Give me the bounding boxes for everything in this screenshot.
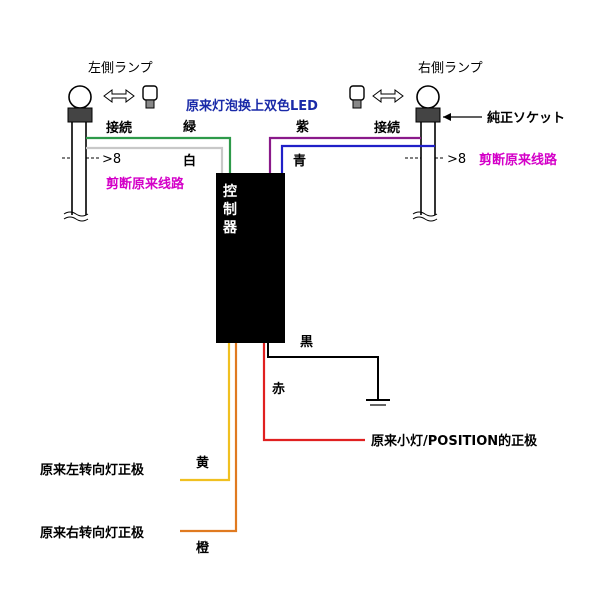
- cut-right-label: 剪断原来线路: [479, 152, 558, 168]
- yellow-wire: [180, 343, 231, 482]
- left-lamp-label: 左側ランプ: [88, 61, 153, 76]
- right-socket-base: [415, 107, 441, 123]
- red-wire: [262, 343, 365, 442]
- left-cut-mark: >8: [62, 152, 121, 167]
- right-cut-mark: >8: [405, 152, 466, 167]
- orange-wire-label: 橙: [196, 540, 210, 556]
- left-wire-break-icon: [63, 211, 89, 217]
- position-label: 原来小灯/POSITION的正极: [371, 433, 538, 449]
- left-led-socket-base: [145, 99, 155, 109]
- green-wire-label: 緑: [183, 119, 197, 135]
- orange-wire: [180, 343, 238, 533]
- left-led-socket-icon: [142, 85, 158, 101]
- connect-left-label: 接続: [106, 120, 132, 136]
- left-swap: [103, 85, 158, 109]
- right-bulb-icon: [416, 85, 440, 109]
- left-turn-label: 原来左转向灯正极: [40, 462, 145, 478]
- left-socket-base: [67, 107, 93, 123]
- right-lamp: [412, 85, 441, 222]
- genuine-socket-label: 純正ソケット: [487, 110, 565, 126]
- right-turn-label: 原来右转向灯正极: [40, 525, 145, 541]
- right-wire-break-icon-2: [412, 216, 438, 222]
- controller-box: [216, 173, 285, 343]
- white-wire-label: 白: [183, 153, 196, 169]
- right-wire-break-icon: [412, 211, 438, 217]
- connect-right-label: 接続: [374, 120, 400, 136]
- right-led-socket-base: [352, 99, 362, 109]
- left-wire-break-icon-2: [63, 216, 89, 222]
- left-lamp: [63, 85, 93, 222]
- right-led-socket-icon: [349, 85, 365, 101]
- right-scissors-icon: >8: [447, 152, 466, 167]
- left-scissors-icon: >8: [102, 152, 121, 167]
- controller-char-2: 制: [223, 201, 237, 218]
- led-title-label: 原来灯泡换上双色LED: [186, 98, 318, 114]
- blue-wire: [280, 144, 435, 173]
- left-swap-arrow-icon: [103, 89, 135, 103]
- right-lamp-label: 右側ランプ: [418, 61, 483, 76]
- green-wire: [86, 136, 232, 173]
- black-wire: [267, 343, 379, 400]
- blue-wire-label: 青: [293, 153, 306, 169]
- yellow-wire-label: 黄: [196, 455, 209, 471]
- red-wire-label: 赤: [272, 381, 285, 397]
- purple-wire: [268, 136, 421, 173]
- black-wire-label: 黒: [300, 334, 313, 350]
- cut-left-label: 剪断原来线路: [106, 176, 185, 192]
- purple-wire-label: 紫: [296, 119, 309, 135]
- socket-pointer-arrow-icon: [443, 113, 451, 121]
- right-swap: [349, 85, 404, 109]
- controller-char-1: 控: [223, 183, 237, 200]
- white-wire: [86, 146, 224, 173]
- left-bulb-icon: [68, 85, 92, 109]
- controller-char-3: 器: [222, 220, 238, 236]
- right-swap-arrow-icon: [372, 89, 404, 103]
